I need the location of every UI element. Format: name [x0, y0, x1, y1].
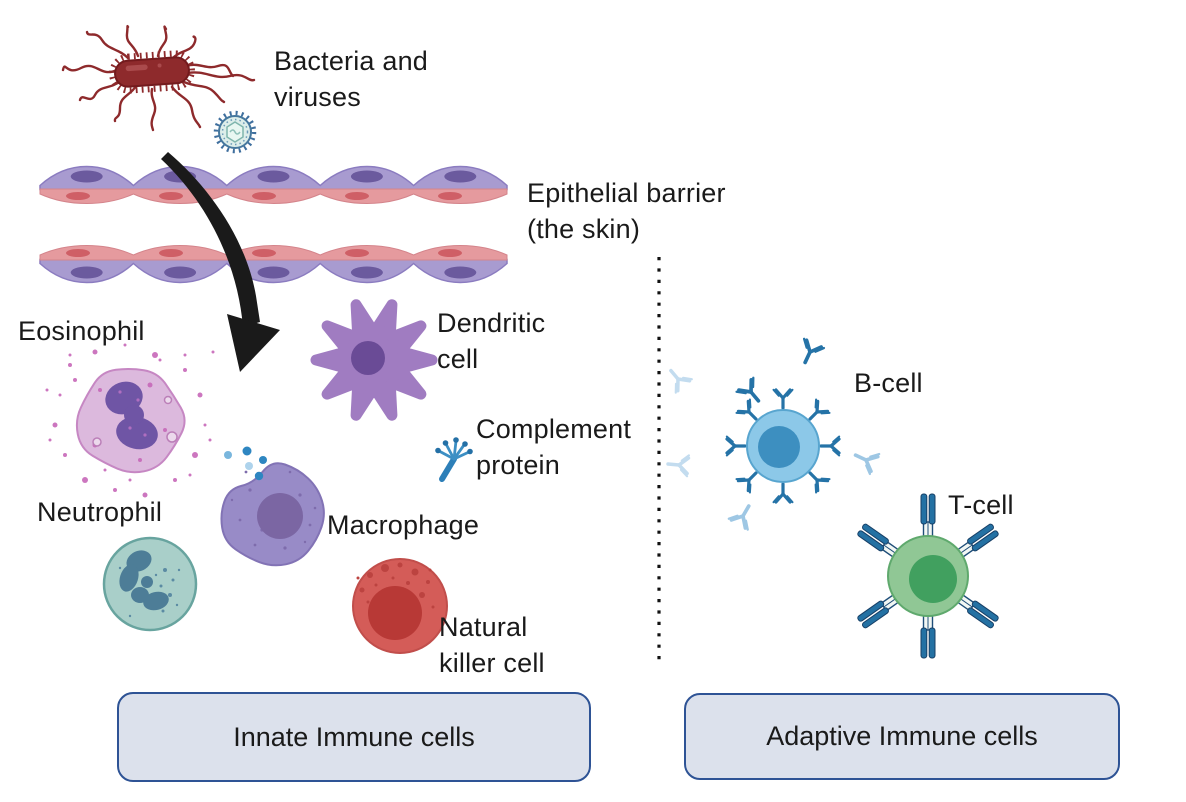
innate-immune-cells-box-label: Innate Immune cells: [233, 721, 475, 752]
virus-icon: [213, 110, 257, 154]
eosinophil-label: Eosinophil: [18, 316, 145, 346]
macrophage-cell-icon: [220, 446, 325, 567]
bacteria-icon: [61, 24, 256, 132]
bacteria-viruses-label: Bacteria and viruses: [274, 46, 428, 112]
dendritic-cell-label: Dendritic cell: [437, 308, 546, 374]
neutrophil-label: Neutrophil: [37, 497, 163, 527]
adaptive-immune-cells-box: Adaptive Immune cells: [684, 693, 1120, 780]
b-cell-icon: [725, 388, 841, 504]
complement-protein-icon: [435, 437, 473, 482]
adaptive-immune-cells-box-label: Adaptive Immune cells: [766, 721, 1038, 751]
natural-killer-cell-icon: [352, 558, 448, 654]
innate-immune-cells-box: Innate Immune cells: [117, 692, 591, 782]
neutrophil-cell-icon: [102, 536, 198, 632]
phagocytosed-particles-icon: [224, 446, 267, 481]
macrophage-label: Macrophage: [327, 510, 480, 540]
penetration-arrow-icon: [161, 152, 280, 372]
epithelial-barrier-label: Epithelial barrier (the skin): [527, 178, 726, 244]
t-cell-icon: [856, 493, 1000, 659]
epithelial-barrier-illustration: [39, 165, 508, 284]
epithelial-row: [39, 165, 508, 205]
complement-protein-label: Complement protein: [476, 414, 632, 480]
t-cell-label: T-cell: [948, 490, 1014, 520]
dendritic-cell-icon: [310, 299, 438, 421]
eosinophil-cell-icon: [45, 343, 215, 498]
b-cell-label: B-cell: [854, 368, 923, 398]
natural-killer-cell-label: Natural killer cell: [439, 612, 545, 678]
